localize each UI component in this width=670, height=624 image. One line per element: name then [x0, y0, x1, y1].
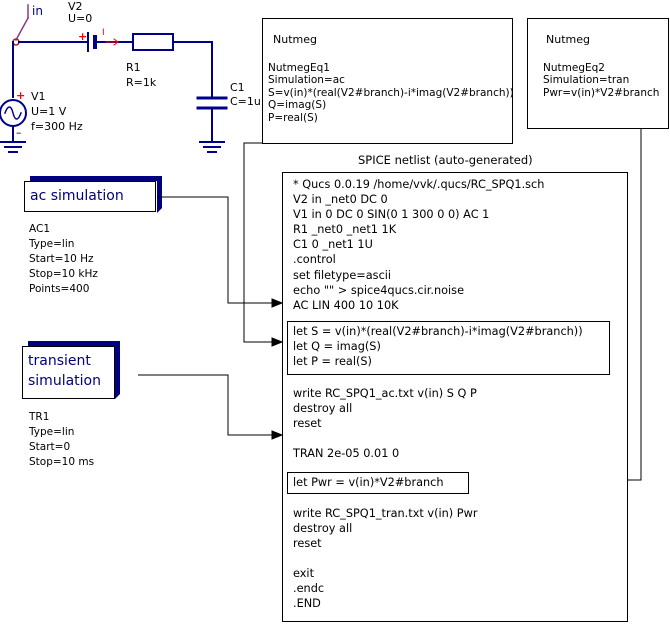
v1-sine: [4, 106, 22, 120]
r1-value: R=1k: [126, 76, 157, 89]
nutmeg2-name: NutmegEq2: [543, 62, 605, 74]
ac-name: AC1: [29, 223, 51, 235]
arrow-ac-head: [271, 298, 284, 308]
netlist-line: reset: [293, 417, 322, 431]
nutmeg2-simulation: Simulation=tran: [543, 74, 630, 87]
ac-points: Points=400: [29, 283, 90, 295]
netlist-line: write RC_SPQ1_ac.txt v(in) S Q P: [293, 387, 477, 400]
netlist-line: * Qucs 0.0.19 /home/vvk/.qucs/RC_SPQ1.sc…: [293, 178, 545, 191]
netlist-line: .END: [293, 597, 321, 611]
arrow-nutmeg1-head: [271, 337, 284, 347]
ac-sim-shadow: [30, 176, 162, 213]
ac-start: Start=10 Hz: [29, 253, 94, 265]
ac-stop: Stop=10 kHz: [29, 268, 98, 280]
c1-name: C1: [230, 81, 245, 94]
netlist-footer-block: exit .endc .END: [293, 566, 324, 611]
in-node-label: in: [32, 4, 43, 18]
nutmeg1-name: NutmegEq1: [268, 62, 330, 74]
v2-plus: +: [78, 30, 88, 43]
v1-plus: +: [16, 89, 26, 102]
nutmeg2-eq-pwr: Pwr=v(in)*V2#branch: [543, 86, 660, 99]
ac-simulation-title: ac simulation: [30, 188, 124, 204]
nutmeg-eq2-box[interactable]: Nutmeg NutmegEq2 Simulation=tran Pwr=v(i…: [527, 18, 669, 129]
netlist-header-block: * Qucs 0.0.19 /home/vvk/.qucs/RC_SPQ1.sc…: [293, 177, 544, 313]
nutmeg-eq1-box[interactable]: Nutmeg NutmegEq1 Simulation=ac S=v(in)*(…: [262, 18, 514, 144]
netlist-line: destroy all: [293, 402, 353, 416]
v2-value: U=0: [68, 12, 93, 25]
nutmeg1-eq-p: P=real(S): [268, 111, 318, 124]
ac-type: Type=lin: [29, 238, 75, 250]
netlist-line: V1 in 0 DC 0 SIN(0 1 300 0 0) AC 1: [293, 208, 490, 222]
v2-current-arrowhead: [113, 38, 119, 46]
nutmeg1-params: NutmegEq1 Simulation=ac S=v(in)*(real(V2…: [268, 62, 514, 124]
netlist-line: set filetype=ascii: [293, 268, 392, 282]
v2-name: V2: [68, 0, 83, 13]
v1-name: V1: [31, 90, 46, 103]
in-label-flag: [14, 16, 30, 42]
netlist-caption: SPICE netlist (auto-generated): [358, 153, 533, 167]
tran-stop: Stop=10 ms: [29, 456, 95, 468]
ac-simulation-button[interactable]: ac simulation: [24, 181, 156, 212]
netlist-let-p: let P = real(S): [293, 355, 372, 369]
netlist-line: R1 _net0 _net1 1K: [293, 223, 397, 237]
netlist-line: destroy all: [293, 522, 353, 536]
r1-body: [132, 33, 174, 51]
netlist-line: echo "" > spice4qucs.cir.noise: [293, 283, 465, 297]
netlist-line: .control: [293, 253, 336, 267]
netlist-let-q: let Q = imag(S): [293, 340, 381, 354]
transient-simulation-params: TR1 Type=lin Start=0 Stop=10 ms: [29, 410, 94, 470]
c1-value: C=1u: [230, 95, 261, 108]
transient-simulation-button[interactable]: transient simulation: [22, 346, 115, 399]
netlist-ac-let-box: let S = v(in)*(real(V2#branch)-i*imag(V2…: [287, 321, 610, 375]
netlist-line: V2 in _net0 DC 0: [293, 193, 388, 207]
netlist-let-s: let S = v(in)*(real(V2#branch)-i*imag(V2…: [293, 325, 583, 338]
tran-type: Type=lin: [29, 426, 75, 438]
v1-frequency: f=300 Hz: [31, 120, 83, 133]
r1-name: R1: [126, 61, 141, 74]
nutmeg1-title: Nutmeg: [273, 33, 317, 46]
netlist-line: .endc: [293, 582, 325, 596]
v2-current-label: I: [102, 28, 105, 38]
v1-voltage: U=1 V: [31, 105, 67, 118]
nutmeg1-simulation: Simulation=ac: [268, 74, 345, 87]
netlist-tran-let-box: let Pwr = v(in)*V2#branch: [287, 472, 469, 494]
netlist-line: AC LIN 400 10 10K: [293, 298, 399, 312]
netlist-line: write RC_SPQ1_tran.txt v(in) Pwr: [293, 507, 478, 520]
arrow-tran-to-netlist: [138, 374, 282, 436]
netlist-tran-write-block: write RC_SPQ1_tran.txt v(in) Pwr destroy…: [293, 506, 478, 551]
spice-netlist-panel: * Qucs 0.0.19 /home/vvk/.qucs/RC_SPQ1.sc…: [282, 172, 628, 622]
nutmeg1-eq-s: S=v(in)*(real(V2#branch)-i*imag(V2#branc…: [268, 86, 514, 99]
schematic-circuit: [0, 4, 228, 153]
netlist-let-pwr: let Pwr = v(in)*V2#branch: [293, 476, 444, 489]
sim-button-shadows: [28, 176, 162, 399]
netlist-line: exit: [293, 567, 315, 580]
transient-title-line2: simulation: [28, 373, 101, 389]
netlist-ac-write-block: write RC_SPQ1_ac.txt v(in) S Q P destroy…: [293, 386, 477, 431]
nutmeg2-title: Nutmeg: [546, 33, 590, 46]
arrow-nutmeg1-to-netlist: [243, 142, 282, 343]
tran-name: TR1: [29, 411, 50, 423]
netlist-line: reset: [293, 537, 322, 551]
nutmeg1-eq-q: Q=imag(S): [268, 99, 327, 112]
nutmeg2-params: NutmegEq2 Simulation=tran Pwr=v(in)*V2#b…: [543, 62, 659, 99]
netlist-tran-line: TRAN 2e-05 0.01 0: [293, 447, 400, 460]
ac-simulation-params: AC1 Type=lin Start=10 Hz Stop=10 kHz Poi…: [29, 222, 98, 297]
arrow-tran-head: [271, 430, 284, 440]
transient-title-line1: transient: [28, 353, 91, 369]
arrow-ac-to-netlist: [157, 196, 282, 304]
tran-start: Start=0: [29, 441, 71, 453]
netlist-line: C1 0 _net1 1U: [293, 238, 373, 252]
v1-minus: –: [16, 126, 22, 139]
